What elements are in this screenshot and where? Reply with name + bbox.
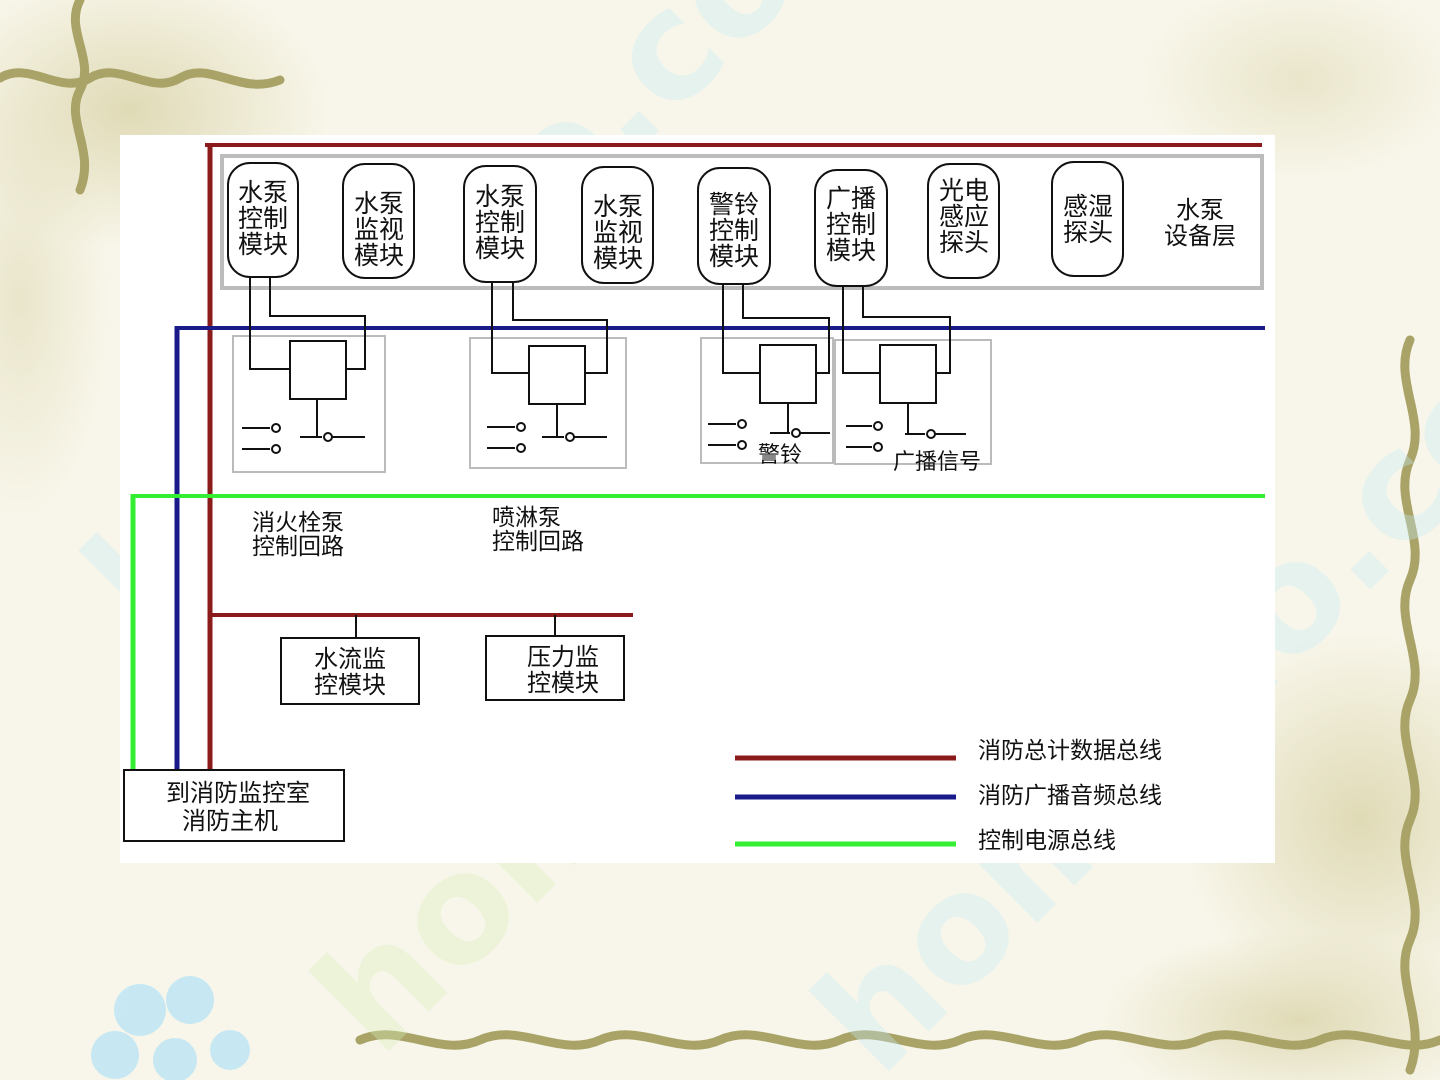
module-m6-line-3: 模块 [826,236,876,265]
module-m5-line-2: 控制 [709,216,759,245]
module-m1: 水泵 控制 模块 [227,162,299,278]
vine-top-left-horizontal [0,68,285,89]
module-m1-line-3: 模块 [238,230,288,259]
bell-signal-label: 警铃 [758,443,802,468]
vine-bottom-horizontal [355,1030,1440,1050]
flow-monitor-module [280,637,420,705]
bg-blossom-topright [1140,0,1440,180]
legend: 消防总计数据总线 消防广播音频总线 控制电源总线 [735,738,1162,854]
layer-label-line-2: 设备层 [1164,222,1236,250]
module-m5-line-3: 模块 [709,242,759,271]
legend-label-power-bus: 控制电源总线 [978,828,1116,854]
vine-right-vertical [1400,335,1420,1075]
layer-label-line-1: 水泵 [1176,196,1224,224]
module-m2-line-1: 水泵 [354,189,404,218]
circuit-frame-sprinkler [469,337,627,469]
module-m4-line-2: 监视 [593,218,643,247]
module-m2-line-3: 模块 [354,241,404,270]
pressure-monitor-module [485,635,625,701]
flow-module-line-2: 控模块 [314,671,386,699]
module-m8-line-2: 探头 [1063,218,1113,247]
vine-top-left-vertical [70,0,90,195]
circuit-frame-bell [700,337,834,464]
relay-coil-bell [759,344,817,404]
equipment-modules: 水泵 控制 模块 水泵 监视 模块 水泵 控制 模块 水泵 监视 模块 警铃 控… [227,161,1236,287]
relay-coil-hydrant [289,340,347,400]
flow-module-line-1: 水流监 [314,645,386,673]
circuit-frame-broadcast [834,339,992,465]
pressure-module-line-2: 控模块 [527,669,599,697]
relay-coil-broadcast [879,344,937,404]
module-m8-line-1: 感湿 [1063,192,1113,221]
module-m6: 广播 控制 模块 [814,169,888,287]
buses [130,143,1265,770]
sprinkler-loop-label-line-2: 控制回路 [492,529,584,555]
module-m7-line-2: 感应 [939,202,989,231]
module-m2-line-2: 监视 [354,215,404,244]
module-m8: 感湿 探头 [1051,161,1124,277]
relay-coil-sprinkler [528,345,586,405]
module-m4-line-3: 模块 [593,244,643,273]
monitor-modules: 水流监 控模块 压力监 控模块 [280,615,625,705]
sprinkler-loop-label-line-1: 喷淋泵 [492,505,561,531]
pressure-module-line-1: 压力监 [527,643,599,671]
module-m3-line-3: 模块 [475,234,525,263]
module-m1-line-2: 控制 [238,204,288,233]
circuit-frame-hydrant [232,335,386,473]
hydrant-loop-label-line-1: 消火栓泵 [252,510,344,536]
module-m5: 警铃 控制 模块 [697,167,771,285]
flower-icon [91,976,250,1080]
module-m4-line-1: 水泵 [593,192,643,221]
module-m6-line-1: 广播 [826,184,876,213]
control-circuits [232,277,992,473]
legend-label-data-bus: 消防总计数据总线 [978,738,1162,764]
module-m5-line-1: 警铃 [709,190,759,219]
broadcast-signal-label: 广播信号 [893,450,981,475]
legend-label-broadcast-bus: 消防广播音频总线 [978,783,1162,809]
fire-control-host: 到消防监控室 消防主机 [123,769,345,842]
module-m3: 水泵 控制 模块 [463,165,537,283]
module-m7: 光电 感应 探头 [927,163,1000,279]
module-m7-line-1: 光电 [939,176,989,205]
module-m4: 水泵 监视 模块 [581,166,654,284]
hydrant-loop-label-line-2: 控制回路 [252,534,344,560]
module-m6-line-2: 控制 [826,210,876,239]
module-m1-line-1: 水泵 [238,178,288,207]
bg-blossom-bottomright [1100,930,1440,1080]
module-m3-line-1: 水泵 [475,182,525,211]
host-line-2: 消防主机 [182,807,278,835]
module-m7-line-3: 探头 [939,228,989,257]
module-m2: 水泵 监视 模块 [342,163,415,279]
module-m3-line-2: 控制 [475,208,525,237]
host-line-1: 到消防监控室 [166,779,310,807]
